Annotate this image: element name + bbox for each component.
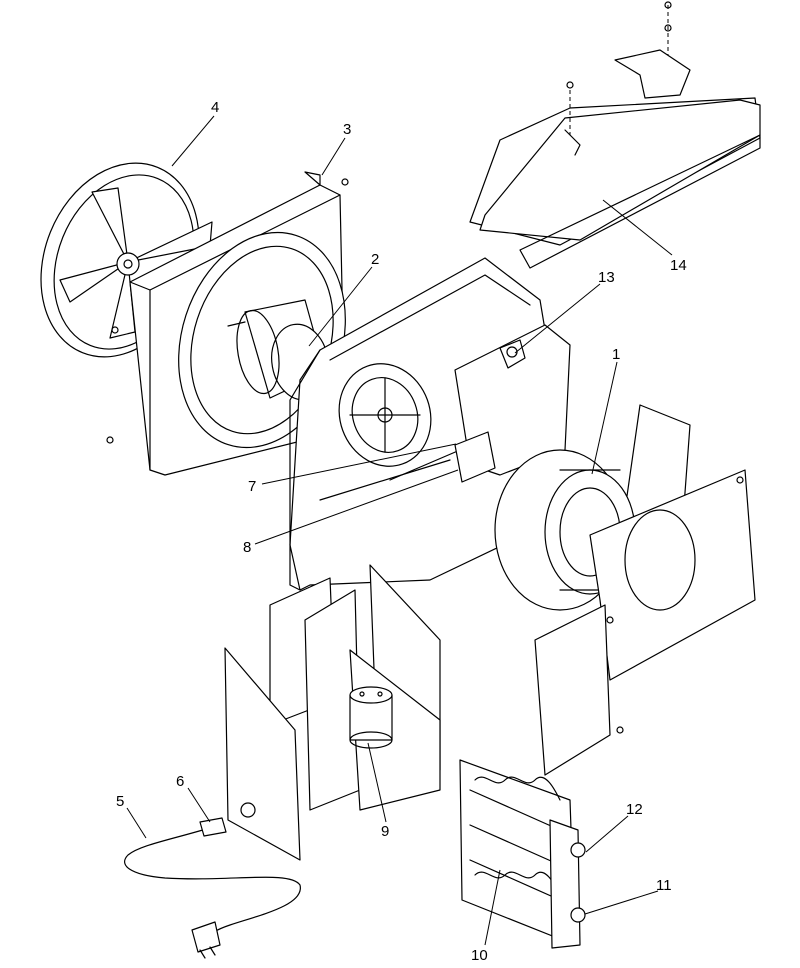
- callout-labels: 1 2 3 4 5 6 7 8 9 10 11 12 13 14: [116, 99, 687, 964]
- callout-6: 6: [176, 773, 184, 790]
- part-lower-panels: [224, 564, 441, 861]
- callout-3: 3: [343, 121, 351, 138]
- part-capacitor: [349, 686, 393, 749]
- callout-12: 12: [626, 801, 643, 818]
- callout-1: 1: [612, 346, 620, 363]
- callout-14: 14: [670, 257, 687, 274]
- callout-11: 11: [656, 877, 672, 894]
- callout-13: 13: [598, 269, 615, 286]
- leader-lines: [126, 115, 673, 946]
- part-top-cover: [469, 1, 761, 269]
- callout-7: 7: [248, 478, 256, 495]
- part-heater-assembly: [459, 759, 586, 949]
- callout-10: 10: [471, 947, 488, 964]
- callout-9: 9: [381, 823, 389, 840]
- callout-2: 2: [371, 251, 379, 268]
- part-power-cord: [124, 817, 301, 959]
- callout-8: 8: [243, 539, 251, 556]
- part-right-side-panel: [534, 469, 756, 776]
- callout-5: 5: [116, 793, 124, 810]
- callout-4: 4: [211, 99, 219, 116]
